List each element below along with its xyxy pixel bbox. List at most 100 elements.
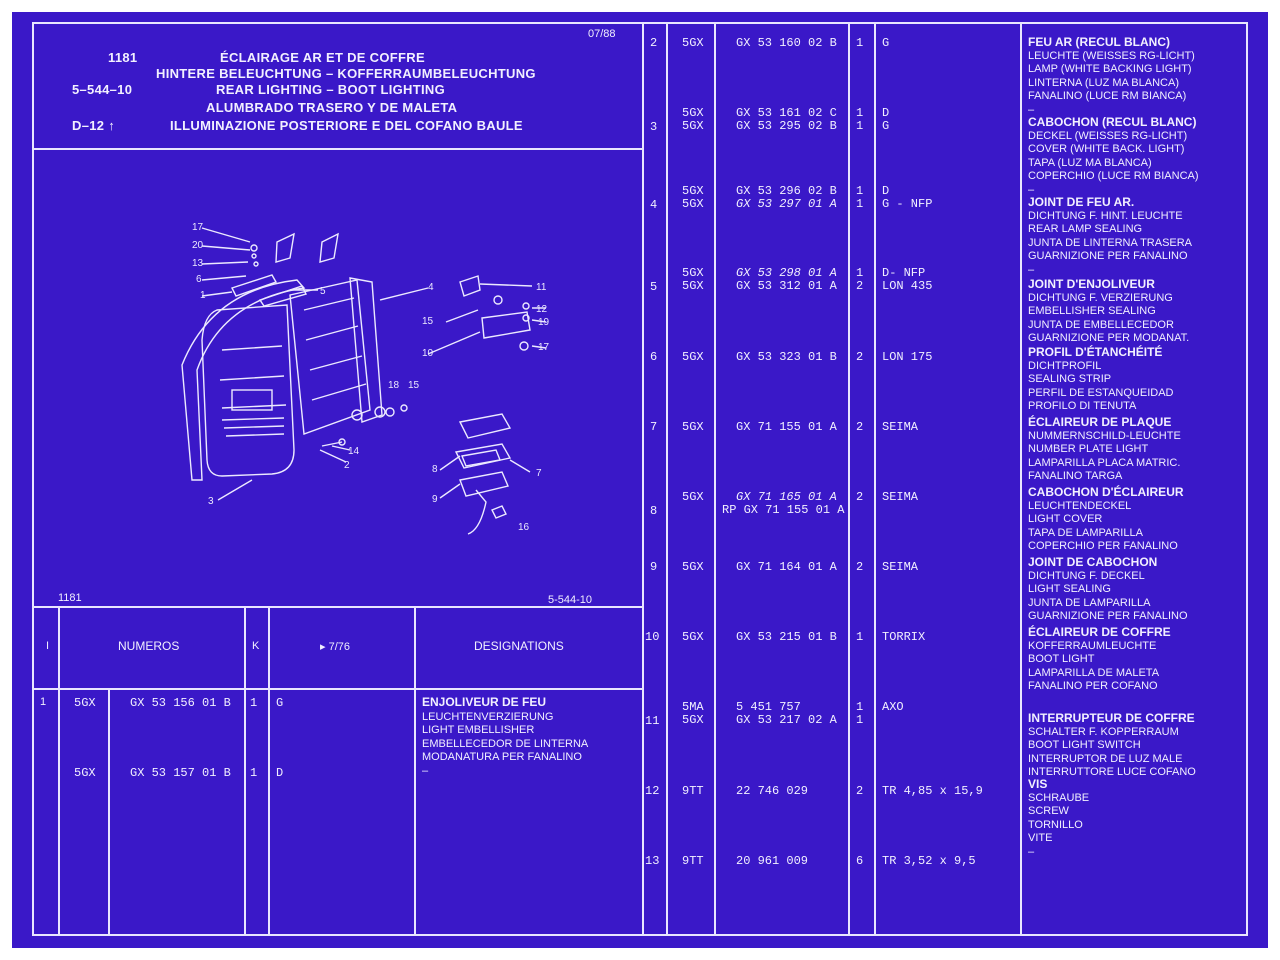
rt-part-note: SEIMA [882, 490, 919, 504]
rt-part-number: 22 746 029 [736, 784, 809, 798]
rt-desc-line: LAMPARILLA PLACA MATRIC. [1028, 456, 1181, 469]
lt-row1-prefix: 5GX [74, 696, 96, 710]
col-header-designations: DESIGNATIONS [474, 639, 564, 653]
rt-desc-title: CABOCHON D'ÉCLAIREUR [1028, 485, 1184, 499]
group-code: D–12 ↑ [72, 118, 116, 133]
rt-part-note: TORRIX [882, 630, 926, 644]
rt-part-qty: 1 [856, 36, 864, 50]
rt-desc-line: KOFFERRAUMLEUCHTE [1028, 639, 1157, 652]
rt-desc-line: NUMBER PLATE LIGHT [1028, 443, 1149, 456]
callout-2: 2 [344, 460, 350, 471]
catalog-number: 1181 [108, 50, 138, 65]
lt-row1-desc: ENJOLIVEUR DE FEU LEUCHTENVERZIERUNG LIG… [422, 695, 589, 777]
rt-desc-line: JUNTA DE LAMPARILLA [1028, 596, 1151, 609]
rt-part-qty: 1 [856, 266, 864, 280]
rt-desc-line: COVER (WHITE BACK. LIGHT) [1028, 143, 1185, 156]
rt-desc-line: PERFIL DE ESTANQUEIDAD [1028, 386, 1174, 399]
rt-part-prefix: 5GX [682, 197, 704, 211]
figure-number: 1181 [58, 592, 82, 604]
rt-part-note: D [882, 184, 890, 198]
rt-part-number: GX 53 217 02 A [736, 713, 837, 727]
callout-6: 6 [196, 274, 202, 285]
rt-part-prefix: 5GX [682, 560, 704, 574]
rt-part-number: GX 71 155 01 A [736, 420, 837, 434]
rt-desc-line: BOOT LIGHT SWITCH [1028, 739, 1141, 752]
rt-col5 [1020, 22, 1022, 936]
rt-desc-line: DICHTUNG F. VERZIERUNG [1028, 291, 1173, 304]
rt-desc-line: FANALINO TARGA [1028, 470, 1123, 483]
callout-8: 8 [432, 464, 438, 475]
frame-top [32, 22, 1248, 24]
rt-part-qty: 1 [856, 184, 864, 198]
callout-7: 7 [536, 468, 542, 479]
rt-part-number: GX 53 295 02 B [736, 119, 837, 133]
rt-row-index: 4 [650, 198, 658, 212]
arrow-up-icon: ↑ [108, 118, 116, 133]
rt-desc-line: BOOT LIGHT [1028, 653, 1095, 666]
rt-col2 [714, 22, 716, 936]
rt-desc-title: VIS [1028, 777, 1048, 791]
divider-figure [32, 606, 644, 608]
col-header-date: ▸ 7/76 [320, 641, 351, 653]
rt-desc-line: DICHTUNG F. HINT. LEUCHTE [1028, 209, 1183, 222]
rt-desc-title: FEU AR (RECUL BLANC) [1028, 35, 1170, 49]
rt-part-number: GX 53 298 01 A [736, 266, 837, 280]
rt-desc-line: SCREW [1028, 805, 1069, 818]
rt-desc-line: LIGHT COVER [1028, 513, 1103, 526]
rt-desc-line: REAR LAMP SEALING [1028, 223, 1143, 236]
rt-desc-line: – [1028, 104, 1035, 116]
callout-18: 18 [388, 380, 400, 391]
figure-ref: 5-544-10 [548, 594, 593, 606]
rt-desc-title: INTERRUPTEUR DE COFFRE [1028, 711, 1195, 725]
rt-part-qty: 2 [856, 560, 864, 574]
rt-part-number: RP GX 71 155 01 A [722, 503, 845, 517]
rt-desc-line: JUNTA DE EMBELLECEDOR [1028, 318, 1174, 331]
callout-16: 16 [518, 522, 530, 533]
rt-part-qty: 1 [856, 197, 864, 211]
rt-desc-line: DICHTUNG F. DECKEL [1028, 569, 1145, 582]
rt-part-number: 20 961 009 [736, 854, 809, 868]
rt-part-qty: 2 [856, 279, 864, 293]
rt-part-number: GX 53 215 01 B [736, 630, 837, 644]
rt-row-index: 13 [645, 854, 660, 868]
rt-part-note: SEIMA [882, 560, 919, 574]
title-de: HINTERE BELEUCHTUNG – KOFFERRAUMBELEUCHT… [156, 66, 536, 81]
exploded-diagram: 17 20 13 6 1 5 4 11 12 19 15 10 17 18 15… [181, 222, 550, 535]
callout-9: 9 [432, 494, 438, 505]
rt-part-qty: 1 [856, 713, 864, 727]
rt-desc-title: JOINT DE FEU AR. [1028, 195, 1135, 209]
rt-part-note: TR 3,52 x 9,5 [882, 854, 976, 868]
rt-desc-line: LEUCHTENDECKEL [1028, 499, 1132, 512]
lt-row1-number: GX 53 156 01 B [130, 696, 231, 710]
rt-desc-line: GUARNIZIONE PER FANALINO [1028, 250, 1188, 263]
callout-1: 1 [200, 290, 206, 301]
rt-part-qty: 2 [856, 350, 864, 364]
rt-desc-line: JUNTA DE LINTERNA TRASERA [1028, 236, 1193, 249]
rt-desc-line: INTERRUTTORE LUCE COFANO [1028, 766, 1196, 779]
rt-part-note: G - NFP [882, 197, 933, 211]
frame-bottom [32, 934, 1248, 936]
lt-row1-note: G [276, 696, 284, 710]
rt-row-index: 10 [645, 630, 660, 644]
lt-row1-qty: 1 [250, 696, 258, 710]
rt-part-note: G [882, 119, 890, 133]
rt-desc-line: SCHRAUBE [1028, 791, 1090, 804]
rt-part-number: GX 53 312 01 A [736, 279, 837, 293]
rt-part-number: GX 71 164 01 A [736, 560, 837, 574]
rt-row-index: 9 [650, 560, 658, 574]
rt-part-number: GX 53 296 02 B [736, 184, 837, 198]
col-header-index: I [46, 640, 50, 652]
rt-desc-line: COPERCHIO PER FANALINO [1028, 540, 1178, 553]
rt-part-note: TR 4,85 x 15,9 [882, 784, 983, 798]
rt-part-prefix: 5GX [682, 279, 704, 293]
title-es: ALUMBRADO TRASERO Y DE MALETA [206, 100, 458, 115]
rt-part-qty: 1 [856, 630, 864, 644]
callout-17b: 17 [538, 342, 550, 353]
rt-desc-line: VITE [1028, 832, 1053, 845]
rt-part-prefix: 5MA [682, 700, 704, 714]
rt-part-prefix: 5GX [682, 184, 704, 198]
rt-part-qty: 2 [856, 490, 864, 504]
rt-desc-line: LAMP (WHITE BACKING LIGHT) [1028, 63, 1192, 76]
rt-desc-line: GUARNIZIONE PER FANALINO [1028, 610, 1188, 623]
rt-desc-line: SEALING STRIP [1028, 373, 1112, 386]
